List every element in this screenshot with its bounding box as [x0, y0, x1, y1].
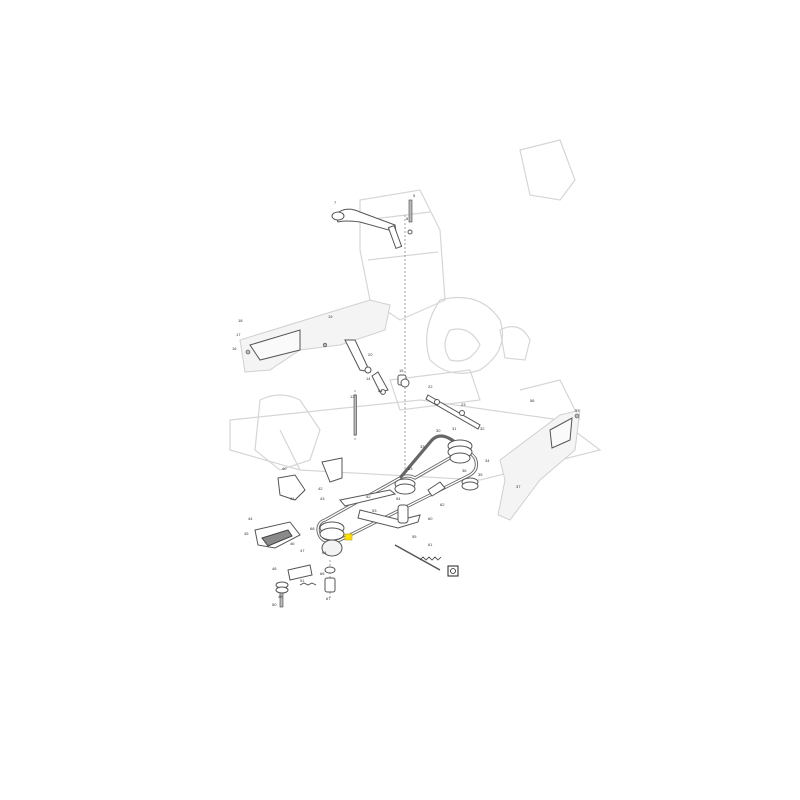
pulleys	[394, 439, 479, 495]
part-callout-label: 64	[322, 550, 327, 555]
part-callout-label: 22	[428, 384, 433, 389]
part-callout-label: 44	[248, 516, 253, 521]
part-callout-label: 36	[462, 468, 467, 473]
part-callout-label: 20	[368, 352, 373, 357]
part-callout-label: 32	[480, 426, 485, 431]
part-callout-label: 55	[412, 534, 417, 539]
left-cover-bracket	[239, 299, 391, 373]
part-callout-label: 53	[372, 508, 377, 513]
left-bracket-parts	[254, 474, 317, 608]
part-callout-label: 50	[272, 602, 277, 607]
part-callout-label: 37	[516, 484, 521, 489]
part-callout-label: 67	[326, 596, 331, 601]
part-callout-label: 48	[272, 566, 277, 571]
ghost-chassis	[229, 139, 602, 481]
part-callout-label: 60	[428, 516, 433, 521]
part-callout-label: 23	[461, 402, 466, 407]
part-callout-label: 34	[485, 458, 490, 463]
part-callout-label: 33	[420, 444, 425, 449]
part-callout-label: 17	[236, 332, 241, 337]
part-callout-label: 7	[334, 200, 337, 205]
part-callout-label: 40	[282, 466, 287, 471]
right-deck-cover	[497, 409, 581, 521]
part-callout-label: 49	[278, 594, 283, 599]
part-callout-label: 43	[320, 496, 325, 501]
part-callout-label: 45	[244, 531, 249, 536]
part-callout-label: 42	[318, 486, 323, 491]
part-callout-label: 21	[378, 388, 383, 393]
idler-arm-assembly	[321, 457, 446, 529]
part-callout-label: 56	[530, 398, 535, 403]
part-callout-label: 5	[413, 193, 416, 198]
part-callout-label: 52	[366, 494, 371, 499]
part-callout-label: 46	[290, 541, 295, 546]
part-callout-label: 62	[440, 502, 445, 507]
part-callout-label: 54	[396, 496, 401, 501]
legend-icon-box	[447, 565, 459, 577]
lift-lever	[331, 199, 413, 250]
part-callout-label: 41	[290, 496, 295, 501]
drive-belt	[316, 434, 479, 544]
part-callout-label: 31	[452, 426, 457, 431]
part-callout-label: 47	[300, 548, 305, 553]
part-callout-label: 66	[320, 571, 325, 576]
pivot-arms	[344, 339, 410, 436]
tie-rods	[425, 394, 481, 430]
callout-layer: 7 5 8 18 17 16 19 20 21 13 14 15 22 23 30 31 32 33 34 35 36 3…	[232, 193, 580, 607]
part-callout-label: 13	[350, 394, 355, 399]
part-callout-label: 63	[408, 466, 413, 471]
highlighted-idler-pulley	[319, 521, 345, 593]
part-callout-label: 57	[575, 408, 580, 413]
part-callout-label: 18	[238, 318, 243, 323]
part-callout-label: 51	[300, 578, 305, 583]
tension-spring	[394, 544, 442, 571]
part-callout-label: 68	[310, 526, 315, 531]
part-callout-label: 61	[428, 542, 433, 547]
part-callout-label: 15	[399, 368, 404, 373]
part-callout-label: 8	[406, 216, 409, 221]
part-callout-label: 30	[436, 428, 441, 433]
part-callout-label: 16	[232, 346, 237, 351]
part-callout-label: 35	[478, 472, 483, 477]
part-callout-label: 14	[366, 376, 371, 381]
part-65-highlight-marker	[344, 533, 353, 541]
part-callout-label: 19	[328, 314, 333, 319]
